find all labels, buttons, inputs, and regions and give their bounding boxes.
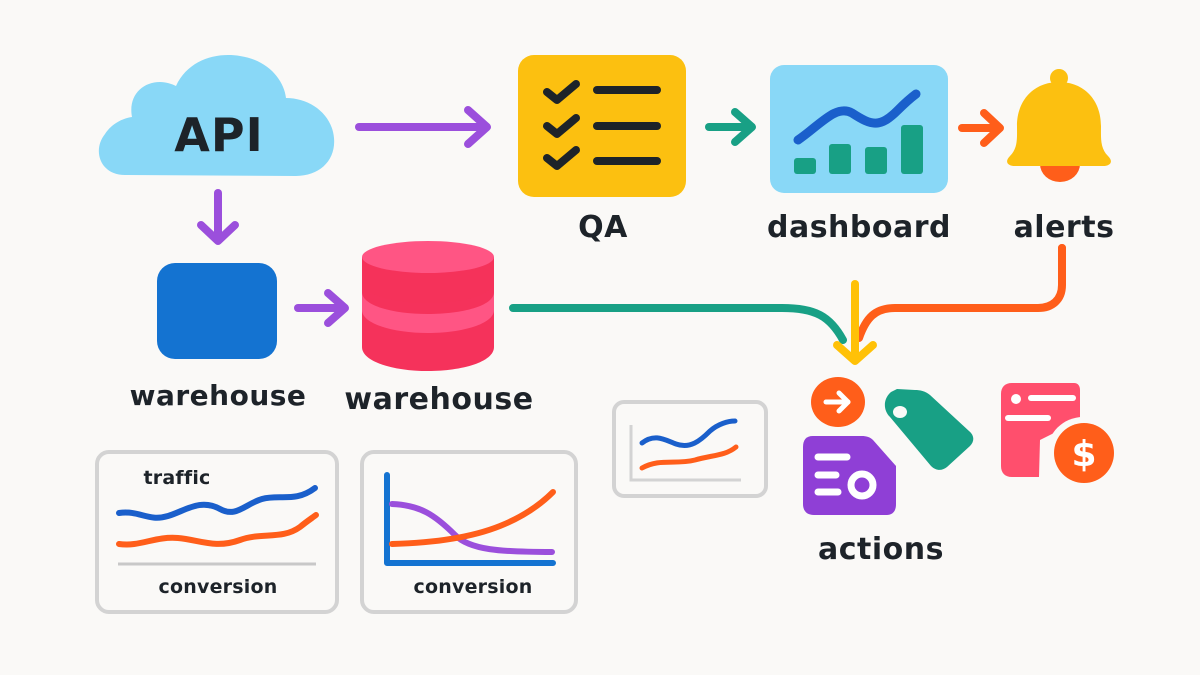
traffic-conversion-card[interactable] — [95, 450, 339, 614]
trend-card[interactable] — [612, 400, 768, 498]
warehouse-database-label: warehouse — [344, 382, 534, 417]
arrow-warehouse-to-database — [294, 289, 349, 327]
conversion-curve-card[interactable] — [360, 450, 578, 614]
qa-node[interactable] — [518, 55, 686, 197]
trend-axis — [629, 425, 741, 482]
dollar-glyph: $ — [1071, 434, 1096, 475]
form-card-icon — [803, 436, 896, 515]
decline-series — [389, 501, 555, 555]
arrow-dashboard-to-alerts — [958, 109, 1004, 147]
warehouse-database-node[interactable] — [362, 241, 494, 371]
database-icon — [362, 241, 494, 371]
warehouse-box-node[interactable] — [157, 263, 277, 359]
curve-axis — [384, 472, 556, 566]
trend-series-orange — [639, 444, 739, 471]
api-node[interactable] — [98, 55, 335, 177]
actions-label: actions — [818, 532, 944, 567]
arrow-circle-icon — [811, 377, 865, 427]
trend-series-blue — [639, 418, 738, 448]
traffic-card-conversion-label: conversion — [158, 576, 278, 598]
bell-icon — [1007, 69, 1111, 182]
traffic-label: traffic — [143, 467, 211, 489]
dashboard-node[interactable] — [770, 65, 948, 193]
arrow-qa-to-dashboard — [705, 108, 756, 146]
cloud-icon — [98, 55, 335, 177]
storage-box-icon — [157, 263, 277, 359]
payment-card-dollar-icon: $ — [1001, 383, 1119, 489]
connector-alerts-to-actions — [855, 244, 1066, 342]
arrow-api-to-warehouse — [197, 189, 239, 245]
arrow-api-to-qa — [355, 106, 491, 148]
alerts-label: alerts — [1013, 210, 1115, 245]
connector-database-to-actions — [509, 304, 847, 344]
conversion-card-label: conversion — [413, 576, 533, 598]
growth-series — [389, 489, 556, 547]
checklist-icon — [543, 80, 661, 170]
traffic-series — [116, 485, 318, 521]
arrow-merge-to-actions — [833, 280, 877, 365]
alerts-node[interactable] — [1007, 69, 1111, 182]
qa-label: QA — [578, 210, 628, 245]
api-label: API — [174, 108, 264, 162]
actions-node[interactable]: $ — [803, 377, 1119, 515]
dashboard-label: dashboard — [766, 210, 952, 245]
chart-dashboard-icon — [793, 89, 923, 174]
conversion-series — [116, 512, 319, 548]
price-tag-icon — [884, 389, 974, 470]
warehouse-box-label: warehouse — [129, 379, 307, 412]
